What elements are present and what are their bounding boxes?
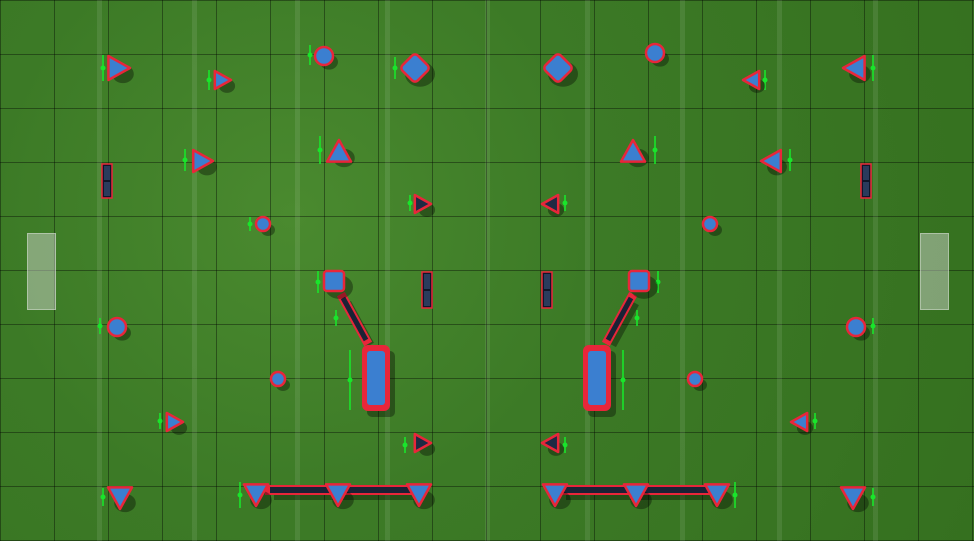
triangle-bunker xyxy=(622,483,650,508)
pillar-bunker xyxy=(421,271,433,309)
left-start-zone xyxy=(27,233,56,310)
cake-bunker-inner xyxy=(588,351,606,405)
circle-bunker xyxy=(313,45,335,67)
triangle-bunker xyxy=(325,138,353,163)
field-line xyxy=(485,0,490,541)
triangle-bunker xyxy=(540,432,560,454)
triangle-bunker xyxy=(242,483,270,508)
triangle-bunker xyxy=(106,486,134,511)
triangle-bunker xyxy=(841,54,866,82)
diamond-bunker xyxy=(400,53,430,83)
field-line xyxy=(585,0,590,541)
diamond-bunker xyxy=(543,53,573,83)
field-line xyxy=(777,0,782,541)
circle-bunker xyxy=(254,215,272,233)
pillar-bunker xyxy=(860,163,872,199)
triangle-bunker xyxy=(759,148,783,174)
square-bunker xyxy=(627,269,651,293)
field-line xyxy=(385,0,390,541)
triangle-bunker xyxy=(405,483,433,508)
triangle-bunker xyxy=(213,69,233,91)
triangle-bunker xyxy=(191,148,215,174)
triangle-bunker xyxy=(703,483,731,508)
circle-bunker xyxy=(106,316,128,338)
field-line xyxy=(680,0,685,541)
circle-bunker xyxy=(845,316,867,338)
field-line xyxy=(873,0,878,541)
right-start-zone xyxy=(920,233,949,310)
triangle-bunker xyxy=(413,193,433,215)
triangle-bunker xyxy=(107,54,132,82)
triangle-bunker xyxy=(413,432,433,454)
circle-bunker xyxy=(644,42,666,64)
field-line xyxy=(97,0,102,541)
circle-bunker xyxy=(686,370,704,388)
circle-bunker xyxy=(701,215,719,233)
field-line xyxy=(295,0,300,541)
triangle-bunker xyxy=(789,411,809,433)
cake-bunker-inner xyxy=(367,351,385,405)
triangle-bunker xyxy=(165,411,185,433)
pillar-bunker xyxy=(541,271,553,309)
circle-bunker xyxy=(269,370,287,388)
triangle-bunker xyxy=(741,69,761,91)
field-line xyxy=(192,0,197,541)
triangle-bunker xyxy=(540,193,560,215)
square-bunker xyxy=(322,269,346,293)
pillar-bunker xyxy=(101,163,113,199)
triangle-bunker xyxy=(619,138,647,163)
triangle-bunker xyxy=(839,486,867,511)
triangle-bunker xyxy=(324,483,352,508)
triangle-bunker xyxy=(541,483,569,508)
